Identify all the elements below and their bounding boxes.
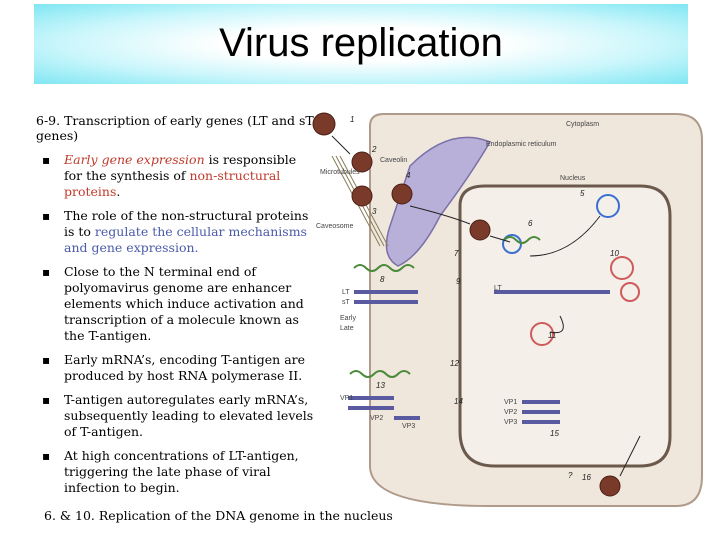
slide-title: Virus replication <box>219 21 503 65</box>
endoplasmic-reticulum <box>385 136 492 267</box>
step-2: 2 <box>371 145 377 154</box>
label-lt: LT <box>342 289 350 296</box>
bullet-item: ▪ The role of the non-structural protein… <box>36 208 316 256</box>
dna-ring-late <box>530 322 554 346</box>
bullet-text: At high concentrations of LT-antigen, tr… <box>64 448 299 495</box>
bullet-list: ▪ Early gene expression is responsible f… <box>36 152 316 496</box>
virus-replication-diagram: Caveolin Cytoplasm Endoplasmic reticulum… <box>312 112 703 507</box>
dna-ring <box>596 194 620 218</box>
step-11: 11 <box>548 331 556 340</box>
step-13: 13 <box>376 381 385 390</box>
step-1: 1 <box>350 115 354 124</box>
title-banner: Virus replication <box>34 4 688 84</box>
bullet-text: Early mRNA’s, encoding T-antigen are pro… <box>64 352 306 383</box>
ribosome-strands <box>349 236 541 378</box>
label-vp2: VP2 <box>370 415 383 422</box>
virion <box>599 475 621 497</box>
label-er: Endoplasmic reticulum <box>486 141 557 148</box>
label-caveolin: Caveolin <box>380 157 407 164</box>
slide-subtitle: 6-9. Transcription of early genes (LT an… <box>36 113 314 143</box>
label-late: Late <box>340 325 354 332</box>
label-vp2-nucleus: VP2 <box>504 409 517 416</box>
label-vp1: VP1 <box>340 395 353 402</box>
label-nucleus: Nucleus <box>560 175 586 182</box>
bullet-item: ▪ Close to the N terminal end of polyoma… <box>36 264 316 344</box>
bullet-dot: ▪ <box>42 449 51 463</box>
bullet-item: ▪ Early mRNA’s, encoding T-antigen are p… <box>36 352 316 384</box>
step-7: 7 <box>454 249 459 258</box>
label-vp3-nucleus: VP3 <box>504 419 517 426</box>
process-arrows <box>331 135 641 477</box>
label-st: sT <box>342 299 351 306</box>
bullet-text: T-antigen autoregulates early mRNA’s, su… <box>64 392 314 439</box>
bullet-dot: ▪ <box>42 209 51 223</box>
bullet-text: Close to the N terminal end of polyomavi… <box>64 264 304 343</box>
step-8: 8 <box>380 275 385 284</box>
dna-ring-replicating <box>610 256 634 280</box>
step-markers: 1 2 3 4 5 6 7 8 9 10 11 12 13 14 15 16 ? <box>350 115 619 482</box>
bullet-dot: ▪ <box>42 393 51 407</box>
step-10: 10 <box>610 249 619 258</box>
bullet-item: ▪ At high concentrations of LT-antigen, … <box>36 448 316 496</box>
early-transcripts <box>354 290 610 304</box>
label-vp3: VP3 <box>402 423 415 430</box>
step-15: 15 <box>550 429 559 438</box>
late-transcripts <box>348 396 560 424</box>
step-4: 4 <box>406 171 411 180</box>
step-6: 6 <box>528 219 533 228</box>
step-5: 5 <box>580 189 585 198</box>
virion <box>391 183 413 205</box>
step-14: 14 <box>454 397 463 406</box>
label-microtubules: Microtubules <box>320 169 360 176</box>
bullet-dot: ▪ <box>42 153 51 167</box>
slide-footer: 6. & 10. Replication of the DNA genome i… <box>44 508 393 523</box>
bullet-text: The role of the non-structural proteins … <box>64 208 309 255</box>
label-early: Early <box>340 315 356 322</box>
step-unknown: ? <box>568 471 573 480</box>
virion <box>351 151 373 173</box>
step-3: 3 <box>372 207 377 216</box>
virion <box>312 112 336 136</box>
dna-ring-replicating <box>620 282 640 302</box>
dna-ring <box>502 234 522 254</box>
virion <box>469 219 491 241</box>
bullet-item: ▪ Early gene expression is responsible f… <box>36 152 316 200</box>
label-lt-nucleus: LT <box>494 285 502 292</box>
label-vp1-nucleus: VP1 <box>504 399 517 406</box>
label-caveosome: Caveosome <box>316 223 353 230</box>
step-9: 9 <box>456 277 461 286</box>
step-16: 16 <box>582 473 591 482</box>
virion <box>351 185 373 207</box>
nucleus <box>458 184 672 468</box>
bullet-item: ▪ T-antigen autoregulates early mRNA’s, … <box>36 392 316 440</box>
bullet-dot: ▪ <box>42 265 51 279</box>
bullet-dot: ▪ <box>42 353 51 367</box>
label-cytoplasm: Cytoplasm <box>566 121 599 128</box>
bullet-text: Early gene expression is responsible for… <box>64 152 297 199</box>
step-12: 12 <box>450 359 459 368</box>
